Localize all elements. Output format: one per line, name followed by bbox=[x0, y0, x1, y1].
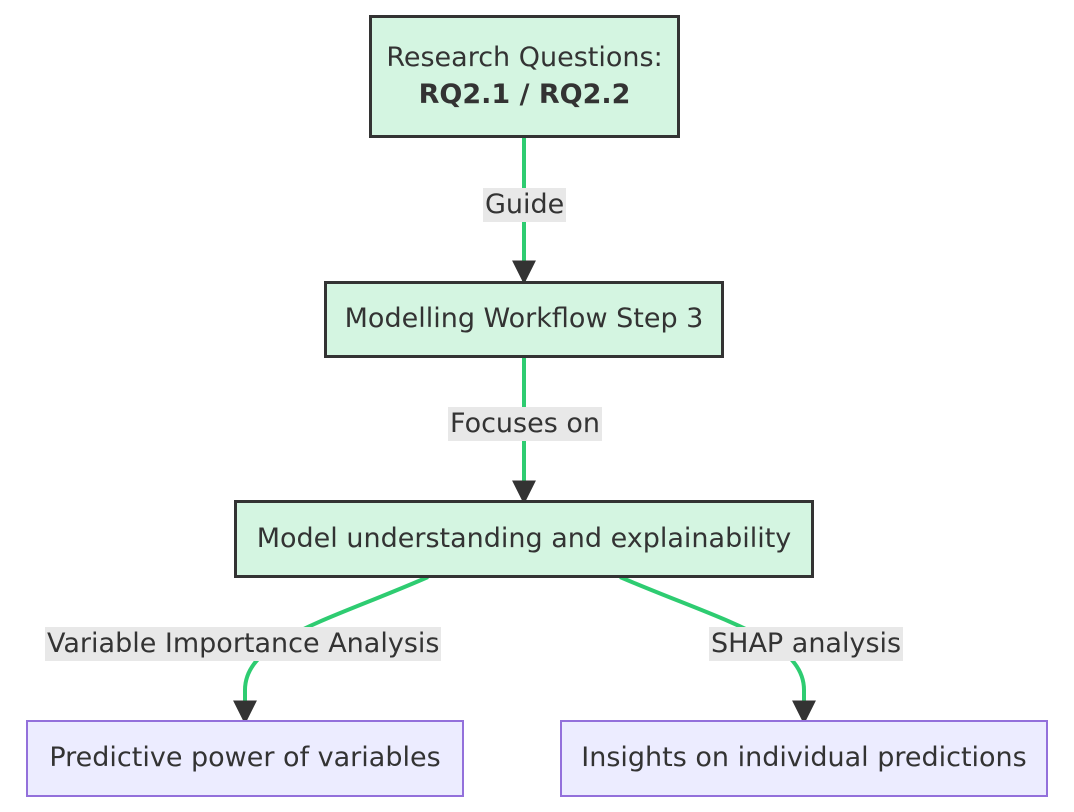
node-predictive-power: Predictive power of variables bbox=[26, 720, 464, 797]
research-questions-label: Research Questions: bbox=[386, 42, 663, 74]
edge-label-variable-importance: Variable Importance Analysis bbox=[45, 627, 442, 661]
insights-predictions-label: Insights on individual predictions bbox=[581, 742, 1027, 774]
node-research-questions: Research Questions: RQ2.1 / RQ2.2 bbox=[369, 15, 680, 138]
research-questions-ids: RQ2.1 / RQ2.2 bbox=[418, 78, 631, 110]
edge-label-shap: SHAP analysis bbox=[709, 627, 904, 661]
edge-label-guide: Guide bbox=[483, 188, 567, 222]
model-understanding-label: Model understanding and explainability bbox=[256, 522, 792, 554]
predictive-power-label: Predictive power of variables bbox=[49, 742, 441, 774]
modelling-workflow-label: Modelling Workflow Step 3 bbox=[344, 303, 704, 335]
edge-label-focuses-on: Focuses on bbox=[448, 407, 603, 441]
node-model-understanding: Model understanding and explainability bbox=[234, 500, 814, 578]
node-insights-predictions: Insights on individual predictions bbox=[560, 720, 1048, 797]
node-modelling-workflow: Modelling Workflow Step 3 bbox=[324, 281, 724, 358]
